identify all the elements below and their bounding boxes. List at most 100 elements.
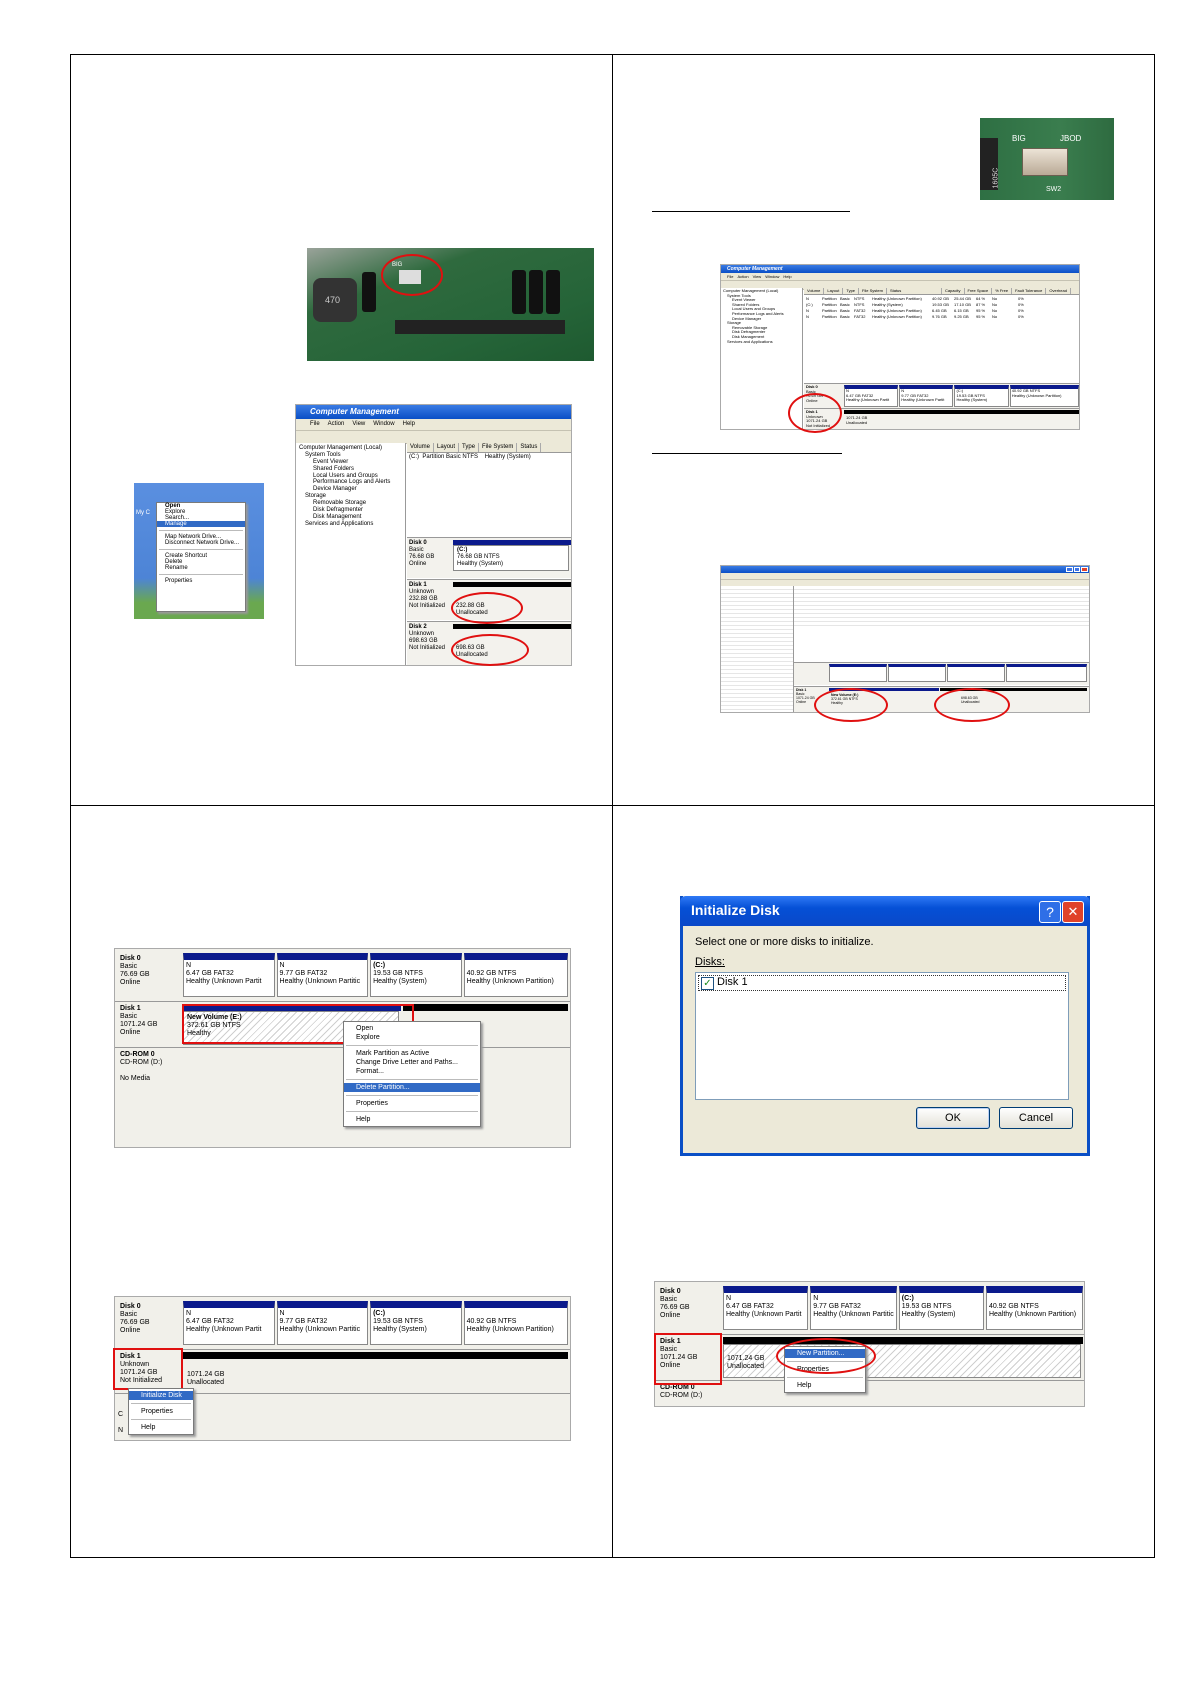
cancel-button[interactable]: Cancel	[999, 1107, 1073, 1129]
ctx-explore[interactable]: Explore	[356, 1034, 380, 1041]
disk1-unallocated[interactable]: 1071.24 GB Unallocated	[187, 1371, 224, 1387]
close-button[interactable]: ✕	[1062, 901, 1084, 923]
tree-device-manager[interactable]: Device Manager	[313, 486, 357, 493]
col-layout[interactable]: Layout	[824, 288, 844, 294]
disk1-label[interactable]: Disk 1 Unknown 1071.24 GB Not Initialize…	[120, 1353, 162, 1385]
col-pct-free[interactable]: % Free	[992, 288, 1013, 294]
col-type[interactable]: Type	[459, 443, 480, 452]
tree-services[interactable]: Services and Applications	[305, 520, 374, 527]
ctx-explore[interactable]: Explore	[165, 509, 186, 515]
partition[interactable]	[888, 664, 947, 682]
tree-device-manager[interactable]: Device Manager	[732, 315, 762, 321]
tree-system-tools[interactable]: System Tools	[305, 451, 341, 458]
tree-removable-storage[interactable]: Removable Storage	[732, 324, 768, 330]
partition[interactable]	[829, 664, 888, 682]
volume-row[interactable]: (C:) Partition Basic NTFS Healthy (Syste…	[409, 454, 531, 461]
ctx-map-drive[interactable]: Map Network Drive...	[165, 534, 222, 540]
ctx-help[interactable]: Help	[356, 1116, 371, 1123]
ctx-properties[interactable]: Properties	[141, 1408, 173, 1415]
disk1-list-item[interactable]: ✓ Disk 1	[698, 975, 1066, 991]
ctx-delete-partition[interactable]: Delete Partition...	[344, 1083, 480, 1092]
ctx-open[interactable]: Open	[165, 503, 181, 509]
col-fault[interactable]: Fault Tolerance	[1012, 288, 1047, 294]
menu-action[interactable]: Action	[737, 274, 749, 279]
col-free[interactable]: Free Space	[965, 288, 993, 294]
tree-storage[interactable]: Storage	[305, 493, 327, 500]
tree-local-users[interactable]: Local Users and Groups	[732, 306, 776, 312]
ctx-change-letter[interactable]: Change Drive Letter and Paths...	[356, 1059, 458, 1066]
menu-window[interactable]: Window	[765, 274, 780, 279]
tree-event-viewer[interactable]: Event Viewer	[313, 458, 349, 465]
ok-button[interactable]: OK	[916, 1107, 990, 1129]
help-button[interactable]: ?	[1039, 901, 1061, 923]
ctx-mark-active[interactable]: Mark Partition as Active	[356, 1050, 430, 1057]
col-type[interactable]: Type	[843, 288, 860, 294]
menu-help[interactable]: Help	[402, 421, 415, 427]
tree-shared-folders[interactable]: Shared Folders	[313, 465, 355, 472]
ctx-manage[interactable]: Manage	[157, 521, 245, 527]
ctx-delete[interactable]: Delete	[165, 559, 183, 565]
tree-removable-storage[interactable]: Removable Storage	[313, 500, 367, 507]
disk1-unallocated[interactable]: 1071.24 GB Unallocated	[723, 1344, 1081, 1378]
partition[interactable]	[947, 664, 1006, 682]
disks-listbox[interactable]: ✓ Disk 1	[695, 972, 1069, 1100]
ctx-create-shortcut[interactable]: Create Shortcut	[165, 553, 208, 559]
tree-defrag[interactable]: Disk Defragmenter	[313, 507, 364, 514]
maximize-icon[interactable]	[1073, 567, 1081, 572]
disk1-label[interactable]: Disk 1 Basic 1071.24 GB Online	[660, 1338, 697, 1370]
tree-shared-folders[interactable]: Shared Folders	[732, 301, 760, 307]
disk0-partition[interactable]: (C:) 76.68 GB NTFS Healthy (System)	[453, 545, 569, 571]
ctx-properties[interactable]: Properties	[356, 1100, 388, 1107]
col-capacity[interactable]: Capacity	[942, 288, 965, 294]
col-fs[interactable]: File System	[859, 288, 887, 294]
menu-help[interactable]: Help	[783, 274, 792, 279]
tree-root[interactable]: Computer Management (Local)	[299, 445, 383, 451]
ctx-search[interactable]: Search...	[165, 515, 190, 521]
col-status[interactable]: Status	[887, 288, 942, 294]
ctx-help[interactable]: Help	[797, 1382, 812, 1389]
col-status[interactable]: Status	[517, 443, 542, 452]
col-volume[interactable]: Volume	[407, 443, 435, 452]
minimize-icon[interactable]	[1066, 567, 1073, 572]
ctx-format[interactable]: Format...	[356, 1068, 385, 1075]
tree-root[interactable]: Computer Management (Local)	[723, 288, 779, 293]
tree-disk-management[interactable]: Disk Management	[732, 333, 765, 339]
menu-view[interactable]: View	[752, 274, 762, 279]
disk1-unallocated[interactable]: 1071.24 GB Unallocated	[846, 415, 867, 425]
tree-defrag[interactable]: Disk Defragmenter	[732, 329, 766, 335]
close-icon[interactable]	[1081, 567, 1089, 572]
menu-view[interactable]: View	[352, 421, 366, 427]
ctx-properties[interactable]: Properties	[165, 578, 193, 584]
disk1-checkbox[interactable]: ✓	[701, 977, 714, 990]
tree-system-tools[interactable]: System Tools	[727, 292, 751, 298]
tree-storage[interactable]: Storage	[727, 320, 742, 326]
menu-window[interactable]: Window	[373, 421, 395, 427]
col-layout[interactable]: Layout	[434, 443, 460, 452]
col-fs[interactable]: File System	[479, 443, 518, 452]
partition[interactable]	[1006, 664, 1088, 682]
col-volume[interactable]: Volume	[804, 288, 825, 294]
ctx-open[interactable]: Open	[356, 1025, 374, 1032]
tree-local-users[interactable]: Local Users and Groups	[313, 472, 378, 479]
tree-perf-logs[interactable]: Performance Logs and Alerts	[313, 479, 391, 486]
ctx-disconnect-drive[interactable]: Disconnect Network Drive...	[165, 540, 240, 546]
col-overhead[interactable]: Overhead	[1046, 288, 1071, 294]
